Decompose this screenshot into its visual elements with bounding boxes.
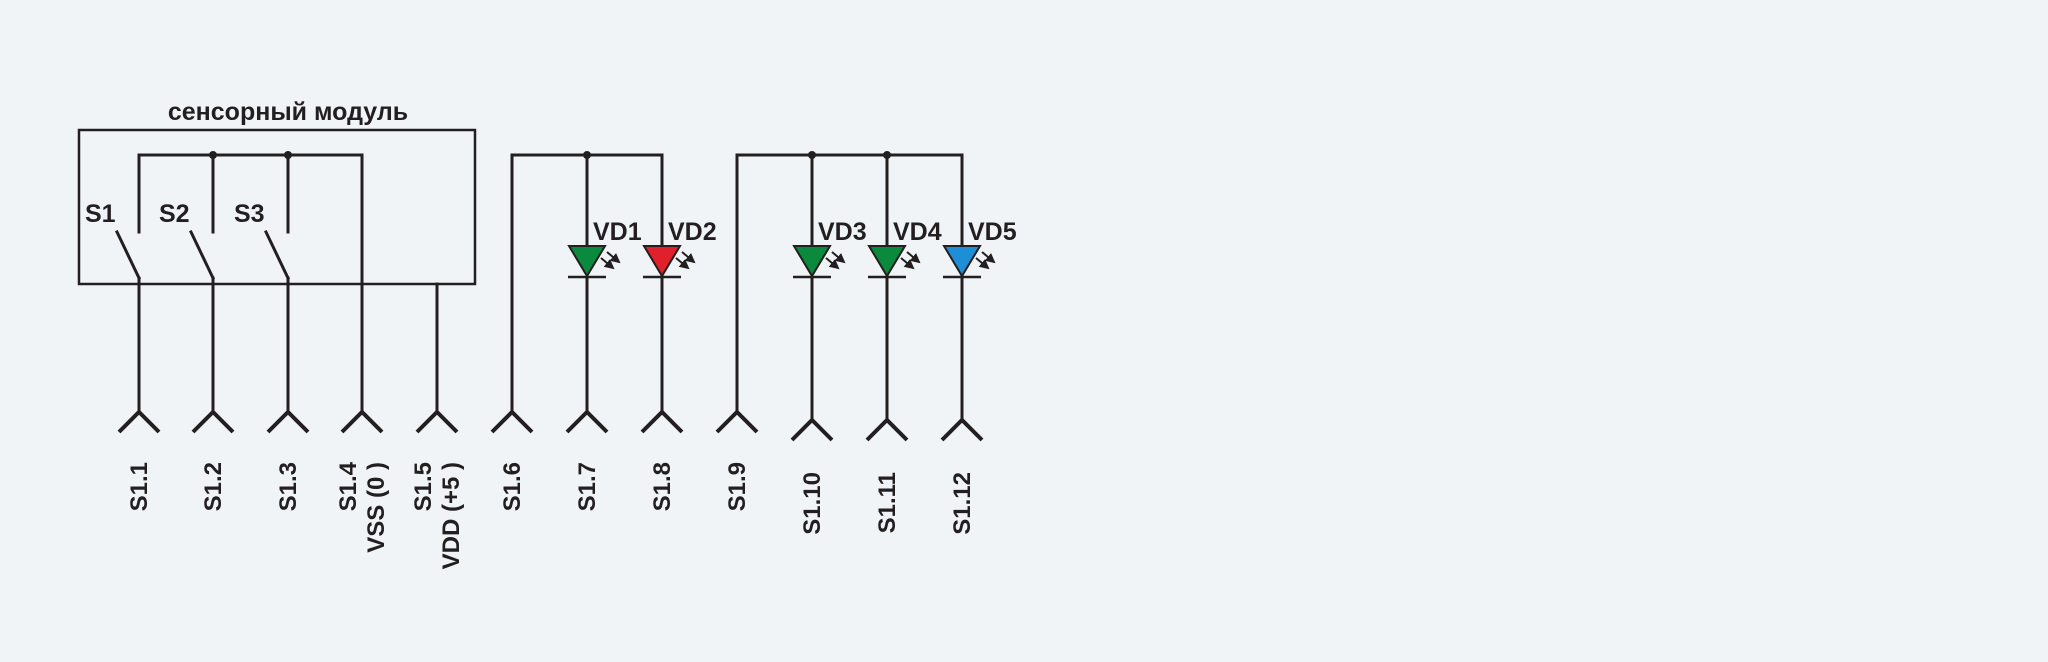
connector-pin-icon <box>117 409 161 434</box>
pin-label: VDD (+5 ) <box>438 462 465 569</box>
light-emission-arrows-icon <box>675 251 696 270</box>
light-emission-arrows-icon <box>900 251 921 270</box>
connector-pin-icon <box>715 409 759 434</box>
diode-body-icon <box>942 245 982 278</box>
connector-pin-icon <box>266 409 310 434</box>
pin-label: S1.12 <box>949 472 976 535</box>
junction-dot-icon <box>583 151 591 159</box>
diode-body-icon <box>567 245 607 278</box>
junction-dot-icon <box>883 151 891 159</box>
switch-blade <box>263 229 291 281</box>
switch-blade <box>188 229 216 281</box>
diode-body-icon <box>642 245 682 278</box>
led-label: VD2 <box>668 218 717 246</box>
junction-group <box>209 151 891 159</box>
pin-s1-7: S1.7 <box>565 409 609 511</box>
sensor-module-frame <box>77 128 477 286</box>
led-vd2: VD2 <box>642 153 717 414</box>
pin-label: S1.1 <box>126 462 153 511</box>
diode-body-icon <box>792 245 832 278</box>
connector-pin-icon <box>940 417 984 442</box>
sensor-module-title: сенсорный модуль <box>168 98 408 126</box>
led-label: VD1 <box>593 218 642 246</box>
connector-pin-icon <box>191 409 235 434</box>
led-label: VD5 <box>968 218 1017 246</box>
connector-pin-icon <box>640 409 684 434</box>
switch-blade <box>114 229 142 281</box>
pin-label: VSS (0 ) <box>363 462 390 553</box>
led-wiring <box>510 153 964 414</box>
pin-s1-12: S1.12 <box>940 417 984 535</box>
pin-s1-8: S1.8 <box>640 409 684 511</box>
connector-pin-icon <box>490 409 534 434</box>
led-vd1: VD1 <box>567 153 642 414</box>
pin-s1-6: S1.6 <box>490 409 534 511</box>
light-emission-arrows-icon <box>825 251 846 270</box>
pin-label: S1.11 <box>874 472 901 533</box>
pin-s1-10: S1.10 <box>790 417 834 535</box>
junction-dot-icon <box>284 151 292 159</box>
switch-group: S1 S2 S3 <box>85 200 291 414</box>
led-label: VD4 <box>893 218 942 246</box>
switch-label: S1 <box>85 200 116 228</box>
switch-label: S2 <box>159 200 190 228</box>
connector-pin-icon <box>415 409 459 434</box>
light-emission-arrows-icon <box>600 251 621 270</box>
pin-s1-11: S1.11 <box>865 417 909 533</box>
pin-label: S1.4 <box>335 461 362 511</box>
connector-pin-icon <box>790 417 834 442</box>
led-label: VD3 <box>818 218 867 246</box>
pin-label: S1.7 <box>574 462 601 511</box>
pin-label: S1.9 <box>724 462 751 511</box>
pin-label: S1.6 <box>499 462 526 511</box>
pin-label: S1.3 <box>275 462 302 511</box>
pin-s1-2: S1.2 <box>191 409 235 511</box>
pin-label: S1.5 <box>410 462 437 511</box>
diode-body-icon <box>867 245 907 278</box>
switch-s3: S3 <box>234 200 291 414</box>
led-group: VD1 VD2 VD3 VD4 VD5 <box>567 153 1017 422</box>
module-wiring <box>137 153 439 414</box>
pin-s1-3: S1.3 <box>266 409 310 511</box>
pin-s1-9: S1.9 <box>715 409 759 511</box>
led-vd3: VD3 <box>792 153 867 422</box>
connector-pin-icon <box>340 409 384 434</box>
connector-pin-icon <box>565 409 609 434</box>
pin-label: S1.2 <box>200 462 227 511</box>
switch-label: S3 <box>234 200 265 228</box>
connector-pin-icon <box>865 417 909 442</box>
pin-s1-1: S1.1 <box>117 409 161 511</box>
led-vd5: VD5 <box>942 153 1017 422</box>
pin-label: S1.8 <box>649 462 676 511</box>
switch-s1: S1 <box>85 200 142 414</box>
junction-dot-icon <box>808 151 816 159</box>
led-vd4: VD4 <box>867 153 942 422</box>
pin-label: S1.10 <box>799 472 826 535</box>
light-emission-arrows-icon <box>975 251 996 270</box>
switch-s2: S2 <box>159 200 216 414</box>
junction-dot-icon <box>209 151 217 159</box>
